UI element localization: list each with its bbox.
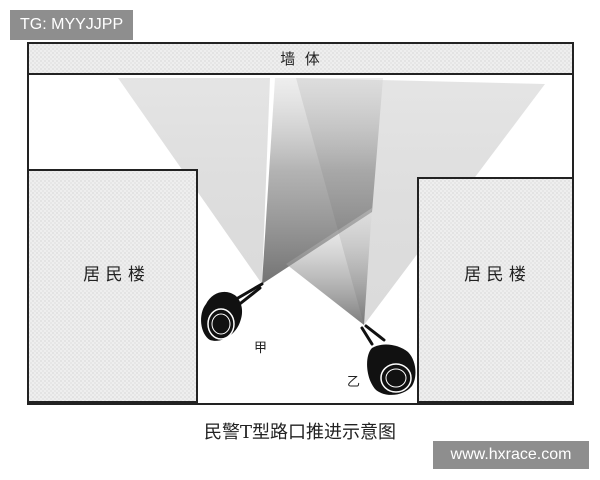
- building-left: [27, 169, 198, 403]
- building-right: [417, 177, 574, 403]
- sightline-a: [262, 78, 383, 284]
- building-right-label: 居 民 楼: [464, 265, 526, 285]
- watermark-top-left: TG: MYYJJPP: [10, 10, 134, 40]
- watermark-bottom-right: www.hxrace.com: [433, 441, 589, 469]
- officer-a-icon: [201, 282, 264, 341]
- wall-label: 墙 体: [280, 50, 320, 68]
- wall: [27, 42, 574, 75]
- officer-a-label: 甲: [254, 341, 267, 356]
- diagram-caption: 民警T型路口推进示意图: [203, 422, 396, 443]
- sightline-b: [286, 208, 372, 325]
- officer-b-label: 乙: [347, 375, 360, 390]
- building-left-label: 居 民 楼: [83, 265, 145, 285]
- officer-b-icon: [360, 324, 416, 395]
